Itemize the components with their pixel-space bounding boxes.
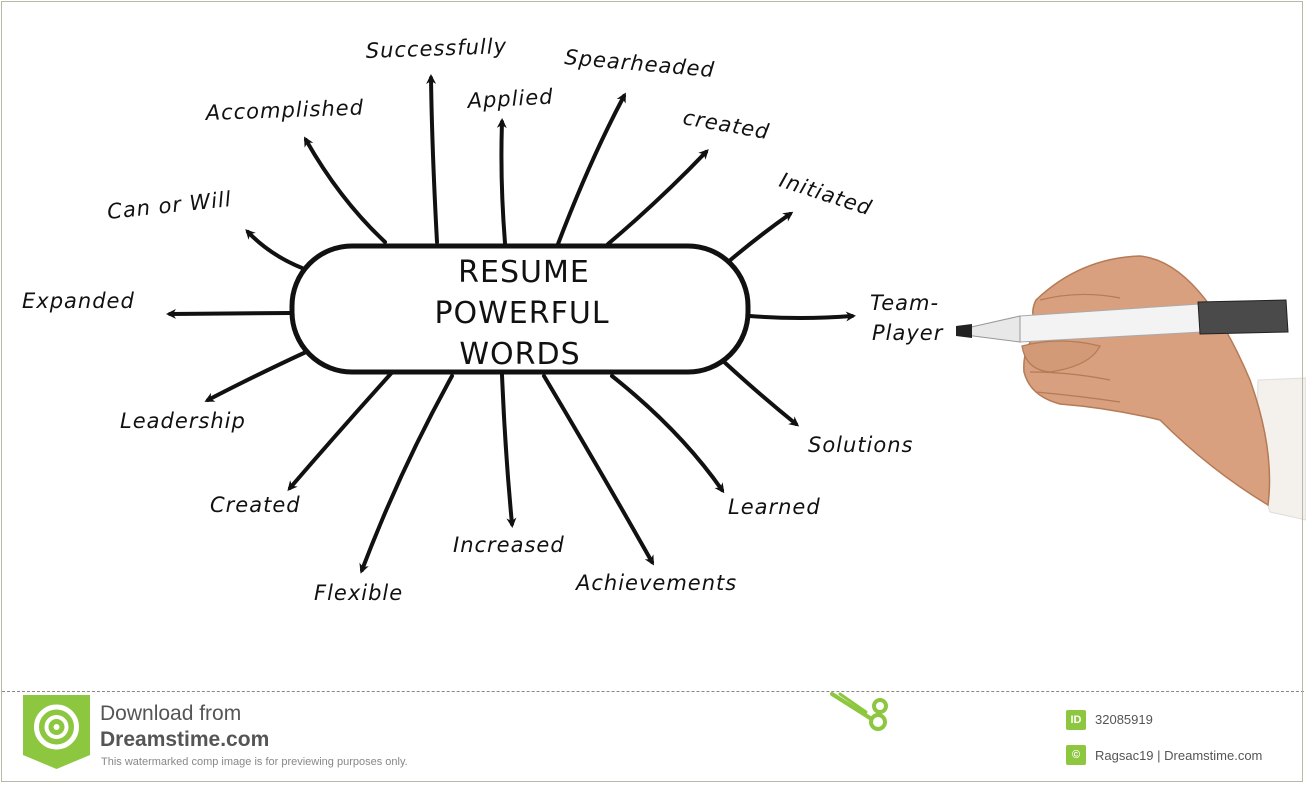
center-line-1: RESUME	[458, 255, 590, 290]
arrow-created-top	[606, 149, 709, 246]
photographer-credit: Ragsac19 | Dreamstime.com	[1095, 748, 1263, 763]
word-applied: Applied	[465, 85, 554, 114]
dreamstime-logo-icon	[23, 695, 90, 769]
word-flexible: Flexible	[314, 581, 403, 605]
arrow-successfully	[426, 74, 439, 244]
arrow-achievements	[542, 374, 654, 566]
download-line-1: Download from	[100, 702, 242, 725]
copyright-icon: ©	[1066, 745, 1086, 765]
arrow-created-bottom	[287, 366, 398, 492]
center-box	[289, 243, 751, 375]
word-spearheaded: Spearheaded	[564, 45, 716, 82]
center-line-3: WORDS	[459, 337, 580, 372]
marker-nib	[956, 324, 972, 338]
word-player: Player	[872, 321, 944, 345]
arrow-solutions	[720, 358, 800, 427]
word-created-top: created	[681, 105, 771, 144]
arrow-accomplished	[304, 136, 387, 244]
preview-note: This watermarked comp image is for previ…	[101, 756, 408, 768]
download-line-2: Dreamstime.com	[100, 728, 270, 751]
arrows	[166, 74, 856, 574]
word-team: Team-	[870, 291, 939, 315]
word-accomplished: Accomplished	[203, 95, 364, 125]
hand-with-marker	[956, 255, 1306, 521]
arrow-flexible	[359, 374, 454, 574]
word-increased: Increased	[453, 533, 565, 557]
arrow-applied	[496, 118, 507, 245]
word-expanded: Expanded	[22, 289, 135, 313]
arrow-expanded	[166, 308, 292, 319]
arrow-team-player	[748, 311, 856, 322]
id-badge-icon: ID	[1066, 710, 1086, 730]
center-line-2: POWERFUL	[434, 296, 609, 331]
arrow-can-or-will	[245, 229, 304, 270]
word-created-bottom: Created	[210, 493, 301, 517]
arrow-spearheaded	[556, 92, 626, 246]
image-id: 32085919	[1095, 712, 1153, 727]
arrow-increased	[500, 373, 517, 528]
mind-map-diagram: RESUME POWERFUL WORDS Successfully Spear…	[22, 34, 1306, 605]
arrow-learned	[610, 374, 725, 494]
word-can-or-will: Can or Will	[106, 187, 233, 224]
marker-cap	[1197, 299, 1289, 335]
thumb	[1021, 340, 1101, 373]
watermark-footer: Download from Dreamstime.com This waterm…	[2, 691, 1304, 784]
word-solutions: Solutions	[808, 433, 914, 457]
word-leadership: Leadership	[120, 409, 246, 433]
word-successfully: Successfully	[365, 34, 507, 63]
finger-lines	[1029, 293, 1121, 403]
scissors-icon	[830, 692, 888, 731]
word-achievements: Achievements	[574, 571, 737, 595]
arrow-leadership	[204, 350, 308, 402]
hand	[1023, 255, 1271, 507]
arrow-initiated	[726, 211, 794, 264]
word-learned: Learned	[728, 495, 821, 519]
